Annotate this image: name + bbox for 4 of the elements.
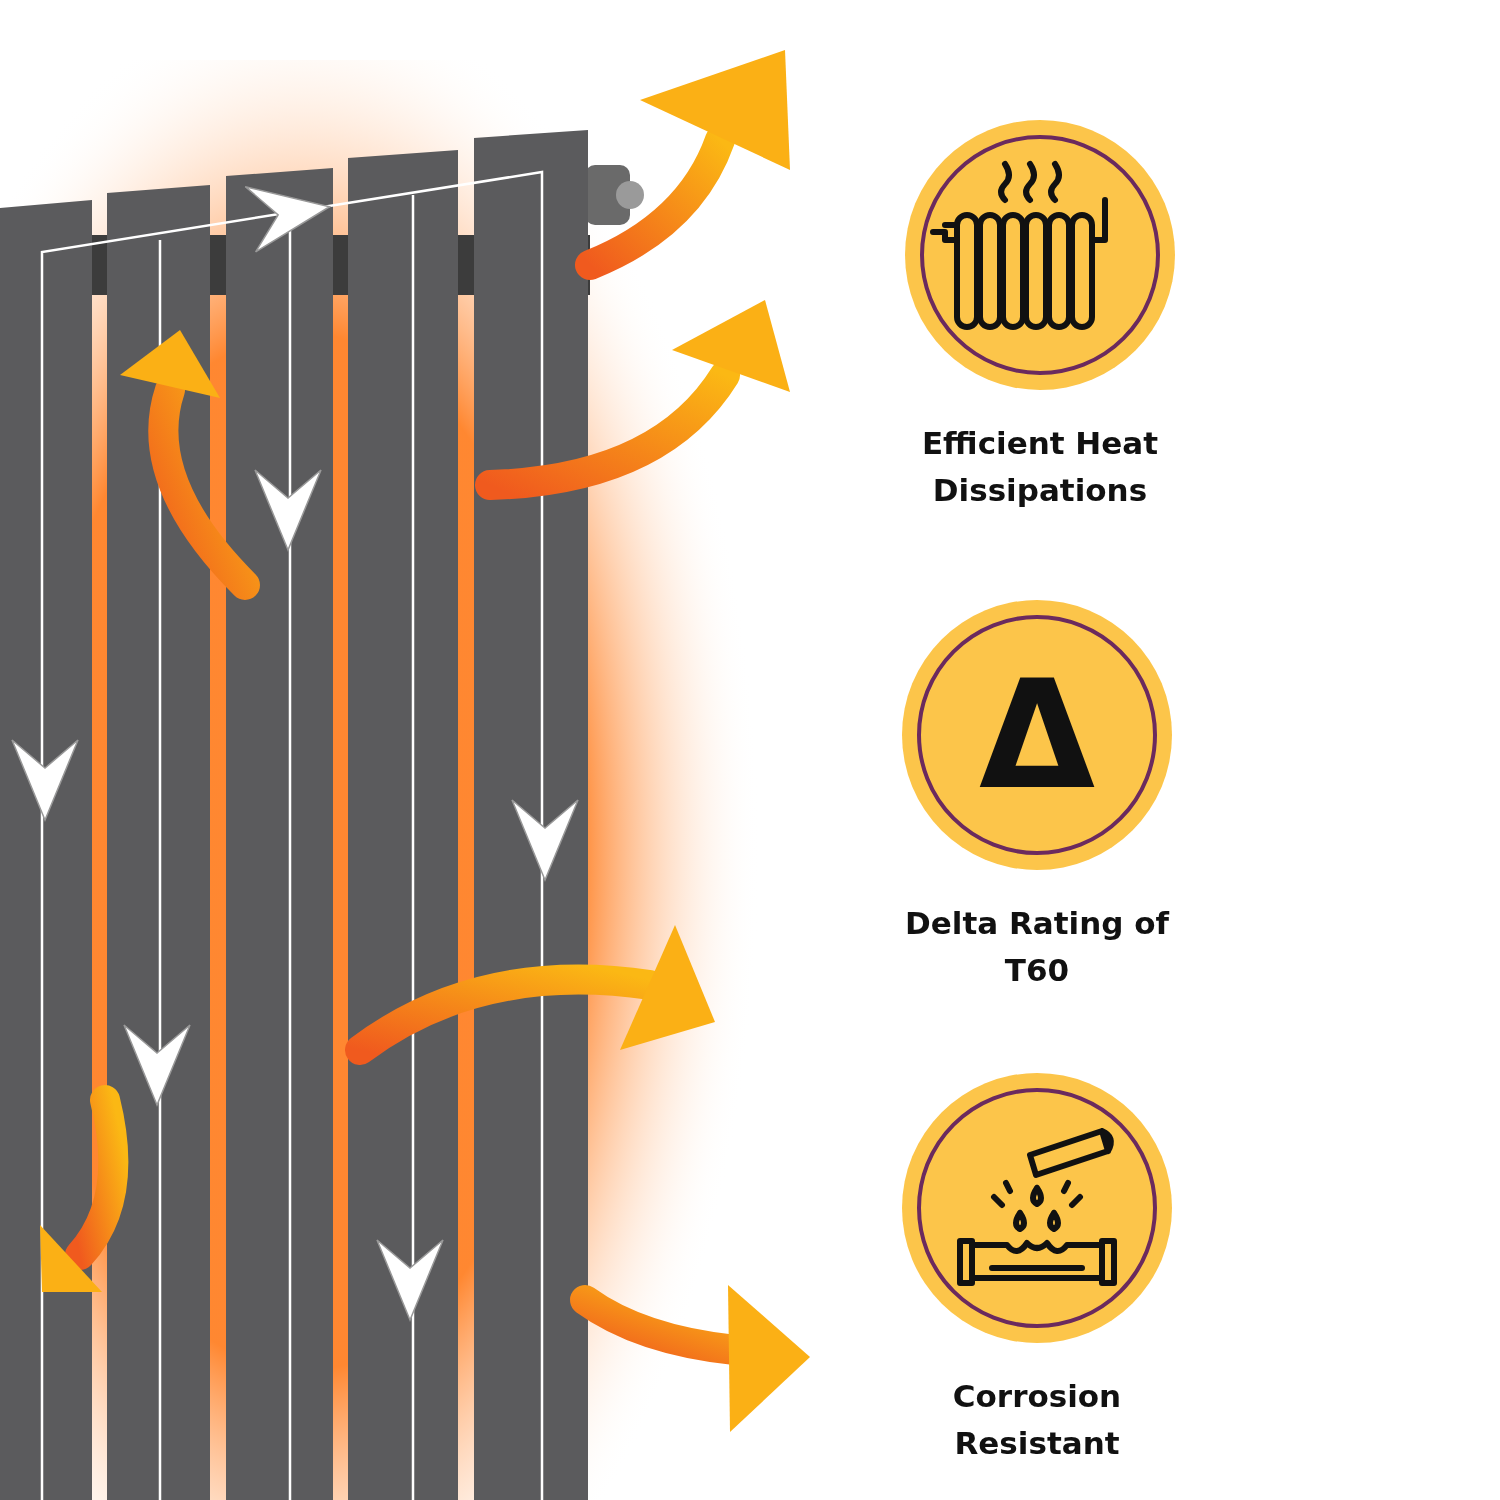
delta-symbol: Δ xyxy=(978,660,1096,810)
feature-caption: Delta Rating of T60 xyxy=(904,904,1171,990)
feature-caption: Corrosion Resistant xyxy=(951,1377,1123,1463)
feature-caption: Efficient Heat Dissipations xyxy=(920,424,1160,510)
